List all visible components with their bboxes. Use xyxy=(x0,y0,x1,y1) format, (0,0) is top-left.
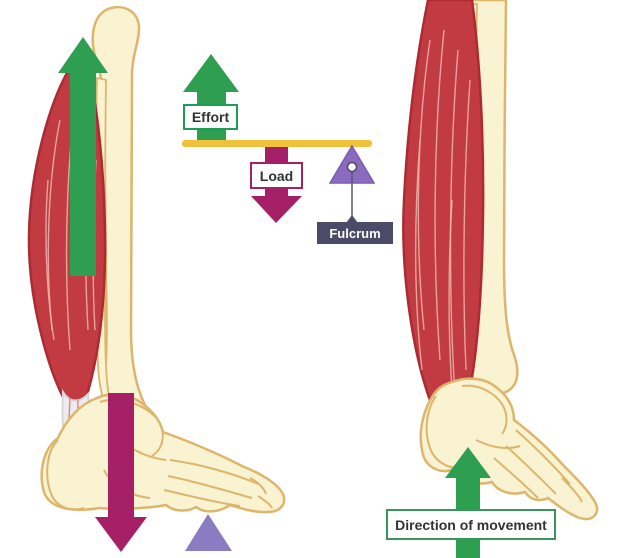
direction-of-movement-label: Direction of movement xyxy=(386,509,556,540)
left-leg-illustration xyxy=(27,5,286,552)
fulcrum-pivot-dot xyxy=(346,161,358,173)
muscle-contraction-arrow-icon xyxy=(58,37,108,276)
toe-pivot-triangle-icon xyxy=(185,514,232,551)
fulcrum-label: Fulcrum xyxy=(317,222,393,244)
lever-schematic xyxy=(182,54,376,223)
right-foot-bone-lines xyxy=(425,384,583,503)
lever-bar xyxy=(182,140,372,147)
right-leg-illustration xyxy=(402,0,599,558)
load-label: Load xyxy=(250,162,303,189)
right-muscle-fiber-lines xyxy=(415,29,471,391)
effort-arrow-icon xyxy=(183,54,239,144)
effort-label: Effort xyxy=(183,104,238,130)
fulcrum-callout-pointer xyxy=(346,215,358,223)
right-calf-muscle xyxy=(402,0,485,429)
left-foot-bones xyxy=(40,393,286,514)
heel-load-arrow-icon xyxy=(95,393,147,552)
